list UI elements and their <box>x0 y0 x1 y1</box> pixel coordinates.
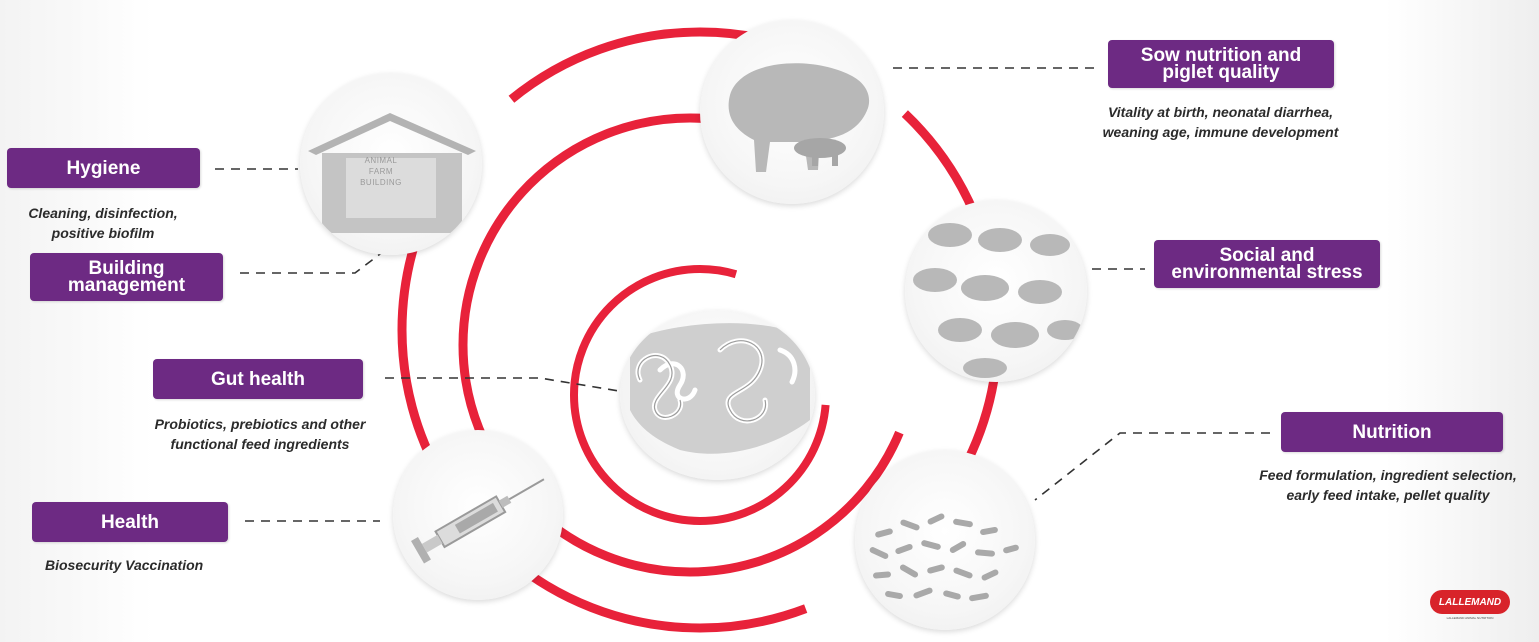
syringe-icon <box>393 430 563 600</box>
hygiene-description: Cleaning, disinfection, positive biofilm <box>8 203 198 243</box>
pig-circle <box>700 20 884 204</box>
piglets-icon <box>905 200 1087 382</box>
social-stress-tag: Social and environmental stress <box>1154 240 1380 288</box>
gut-circle <box>620 310 815 480</box>
building-sign-text: ANIMAL FARM BUILDING <box>346 155 416 188</box>
nutrition-tag: Nutrition <box>1281 412 1503 452</box>
piglets-circle <box>905 200 1087 382</box>
pellets-icon <box>855 450 1035 630</box>
nutrition-description: Feed formulation, ingredient selection, … <box>1240 465 1536 505</box>
hygiene-tag: Hygiene <box>7 148 200 188</box>
lallemand-logo: LALLEMAND LALLEMAND ANIMAL NUTRITION <box>1430 590 1510 624</box>
pellets-circle <box>855 450 1035 630</box>
building-management-tag: Building management <box>30 253 223 301</box>
gut-health-description: Probiotics, prebiotics and other functio… <box>135 414 385 454</box>
nutrition-connector <box>1035 433 1270 500</box>
sow-nutrition-description: Vitality at birth, neonatal diarrhea, we… <box>1078 102 1363 142</box>
gut-connector <box>385 378 625 392</box>
health-tag: Health <box>32 502 228 542</box>
health-description: Biosecurity Vaccination <box>45 555 245 575</box>
gut-icon <box>620 310 815 480</box>
logo-subtitle: LALLEMAND ANIMAL NUTRITION <box>1430 616 1510 620</box>
gut-health-tag: Gut health <box>153 359 363 399</box>
pig-icon <box>700 20 884 204</box>
logo-badge: LALLEMAND <box>1430 590 1510 614</box>
sow-nutrition-tag: Sow nutrition and piglet quality <box>1108 40 1334 88</box>
syringe-circle <box>393 430 563 600</box>
